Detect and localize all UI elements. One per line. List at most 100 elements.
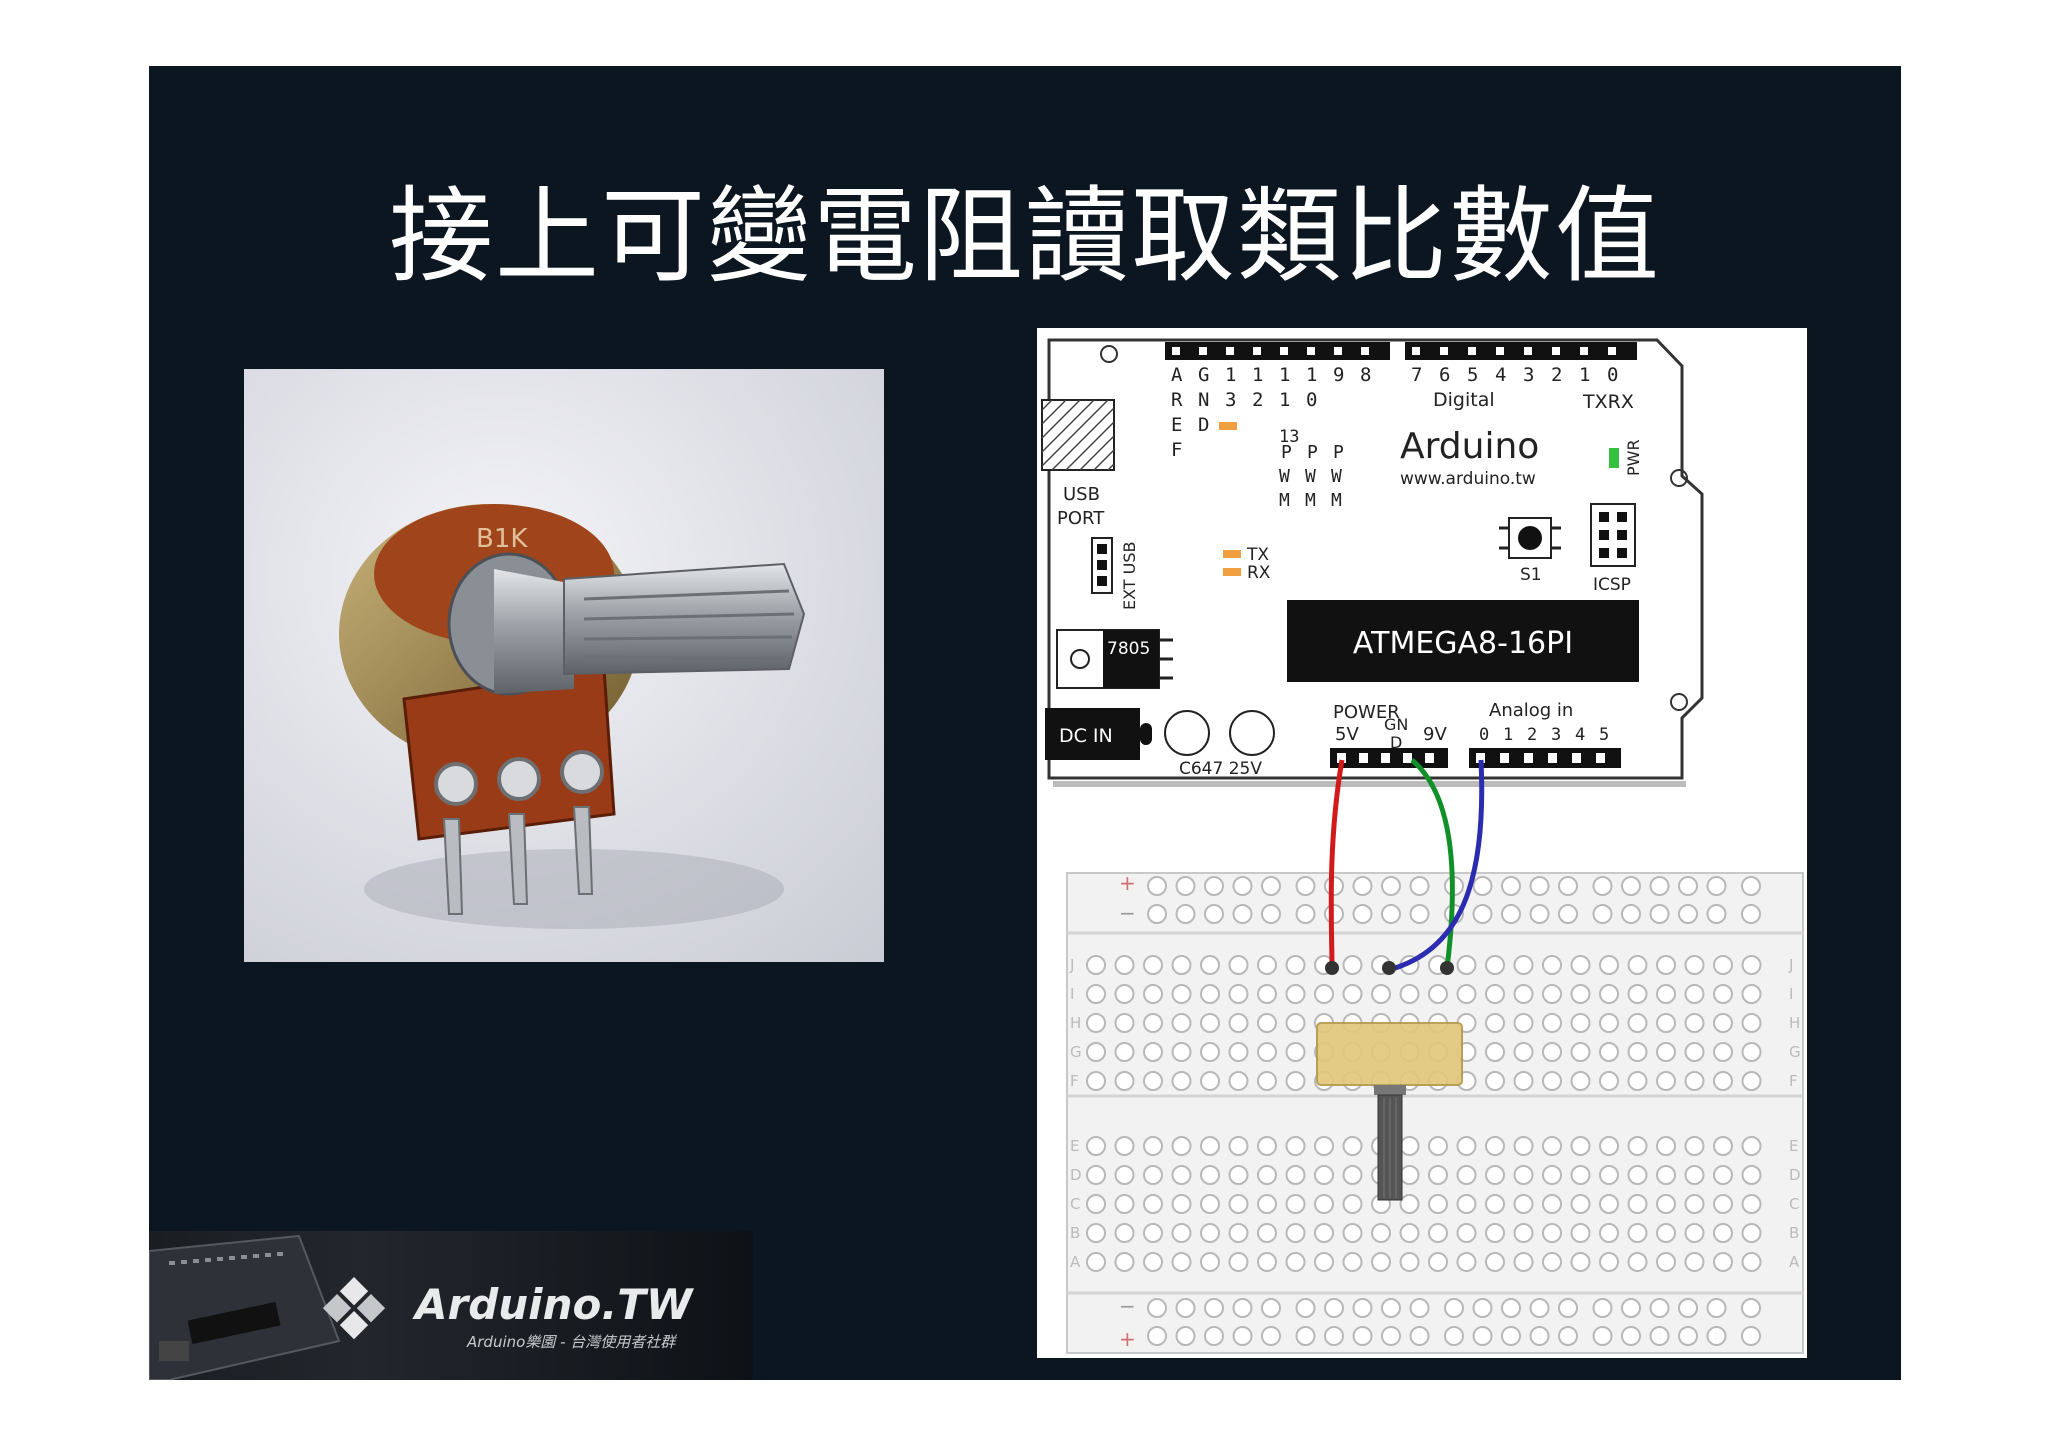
breadboard-hole — [1627, 1071, 1648, 1091]
row-label: D — [1070, 1166, 1082, 1184]
breadboard-hole — [1599, 1252, 1619, 1272]
led-13 — [1219, 422, 1237, 430]
breadboard-hole — [1295, 876, 1316, 896]
breadboard-hole — [1599, 1223, 1619, 1243]
breadboard-hole — [1684, 1042, 1705, 1062]
mount-hole — [1100, 345, 1118, 363]
breadboard-hole — [1428, 1252, 1448, 1272]
pin-label: 7 — [1411, 364, 1422, 386]
row-label: D — [1789, 1166, 1801, 1184]
pin-label: 3 — [1523, 364, 1534, 386]
breadboard-hole — [1143, 1194, 1163, 1214]
breadboard-hole — [1501, 1326, 1521, 1346]
breadboard-hole — [1342, 1252, 1363, 1272]
breadboard-hole — [1257, 1042, 1277, 1062]
breadboard-hole — [1472, 904, 1493, 924]
rail-plus-bottom: + — [1119, 1327, 1136, 1351]
gnd-label: GN — [1384, 715, 1408, 734]
breadboard-hole — [1542, 1165, 1562, 1185]
breadboard-hole — [1485, 1042, 1505, 1062]
breadboard-hole — [1371, 984, 1391, 1004]
pot-collar — [1374, 1085, 1406, 1095]
pot-bushing — [494, 569, 574, 694]
dc-in-label: DC IN — [1059, 725, 1113, 747]
pin-label: 5 — [1467, 364, 1478, 386]
pwm-label: M — [1279, 490, 1290, 511]
breadboard-hole — [1171, 1013, 1192, 1033]
breadboard-hole — [1485, 1136, 1505, 1156]
breadboard-hole — [1621, 1326, 1641, 1346]
breadboard-hole — [1513, 955, 1534, 975]
breadboard-hole — [1114, 1042, 1135, 1062]
pin-label: 3 — [1225, 389, 1236, 411]
breadboard-hole — [1295, 1326, 1316, 1346]
pin-label: 2 — [1252, 389, 1263, 411]
breadboard-hole — [1513, 1165, 1534, 1185]
tx-label: TX — [1246, 545, 1269, 565]
breadboard-hole — [1257, 1194, 1277, 1214]
breadboard — [1066, 872, 1804, 1354]
pin-label: 4 — [1495, 364, 1506, 386]
breadboard-hole — [1342, 1136, 1363, 1156]
breadboard-hole — [1741, 984, 1762, 1004]
regulator-label: 7805 — [1107, 639, 1150, 659]
breadboard-hole — [1542, 1042, 1562, 1062]
row-label: G — [1070, 1043, 1082, 1061]
breadboard-hole — [1599, 1042, 1619, 1062]
breadboard-hole — [1542, 955, 1562, 975]
breadboard-hole — [1678, 1298, 1698, 1318]
breadboard-hole — [1143, 1165, 1163, 1185]
pwm-label: W — [1331, 466, 1342, 487]
pot-leg-2 — [507, 813, 529, 905]
breadboard-hole — [1741, 1298, 1761, 1318]
breadboard-hole — [1529, 904, 1550, 924]
wire-analog0 — [1394, 759, 1485, 971]
breadboard-hole — [1285, 1136, 1306, 1156]
board-brand: Arduino — [1400, 426, 1539, 467]
breadboard-hole — [1529, 1326, 1550, 1346]
pin-label: 1 — [1279, 389, 1290, 411]
breadboard-hole — [1485, 1165, 1505, 1185]
breadboard-hole — [1175, 904, 1196, 924]
row-label: B — [1070, 1224, 1080, 1242]
breadboard-hole — [1232, 876, 1253, 896]
header-digital-low — [1405, 342, 1637, 360]
icsp-header — [1590, 503, 1636, 567]
pin13-label: 13 — [1279, 427, 1299, 447]
breadboard-hole — [1444, 1326, 1464, 1346]
breadboard-hole — [1314, 1136, 1334, 1156]
breadboard-hole — [1592, 1326, 1613, 1346]
breadboard-hole — [1713, 1013, 1733, 1033]
breadboard-hole — [1656, 1071, 1676, 1091]
pin-label: D — [1198, 414, 1209, 436]
breadboard-hole — [1200, 1042, 1220, 1062]
breadboard-hole — [1086, 1194, 1106, 1214]
breadboard-hole — [1314, 1223, 1334, 1243]
breadboard-hole — [1399, 1165, 1420, 1185]
pot-pin-hole-1 — [434, 762, 478, 806]
breadboard-hole — [1143, 1013, 1163, 1033]
breadboard-hole — [1228, 955, 1249, 975]
breadboard-hole — [1456, 1165, 1477, 1185]
pwr-led — [1609, 448, 1619, 468]
breadboard-hole — [1399, 1136, 1420, 1156]
breadboard-hole — [1171, 1071, 1192, 1091]
breadboard-hole — [1399, 1194, 1420, 1214]
usb-label: USB — [1063, 484, 1100, 505]
breadboard-hole — [1086, 1136, 1106, 1156]
breadboard-hole — [1656, 1194, 1676, 1214]
breadboard-hole — [1314, 1194, 1334, 1214]
breadboard-hole — [1232, 1298, 1253, 1318]
breadboard-hole — [1232, 904, 1253, 924]
breadboard-hole — [1485, 955, 1505, 975]
breadboard-hole — [1649, 1326, 1670, 1346]
breadboard-hole — [1342, 1223, 1363, 1243]
breadboard-hole — [1086, 1071, 1106, 1091]
breadboard-hole — [1257, 1223, 1277, 1243]
breadboard-hole — [1485, 1071, 1505, 1091]
breadboard-hole — [1513, 1223, 1534, 1243]
breadboard-hole — [1627, 984, 1648, 1004]
row-label: I — [1070, 985, 1074, 1003]
breadboard-hole — [1147, 876, 1167, 896]
breadboard-hole — [1570, 1042, 1591, 1062]
